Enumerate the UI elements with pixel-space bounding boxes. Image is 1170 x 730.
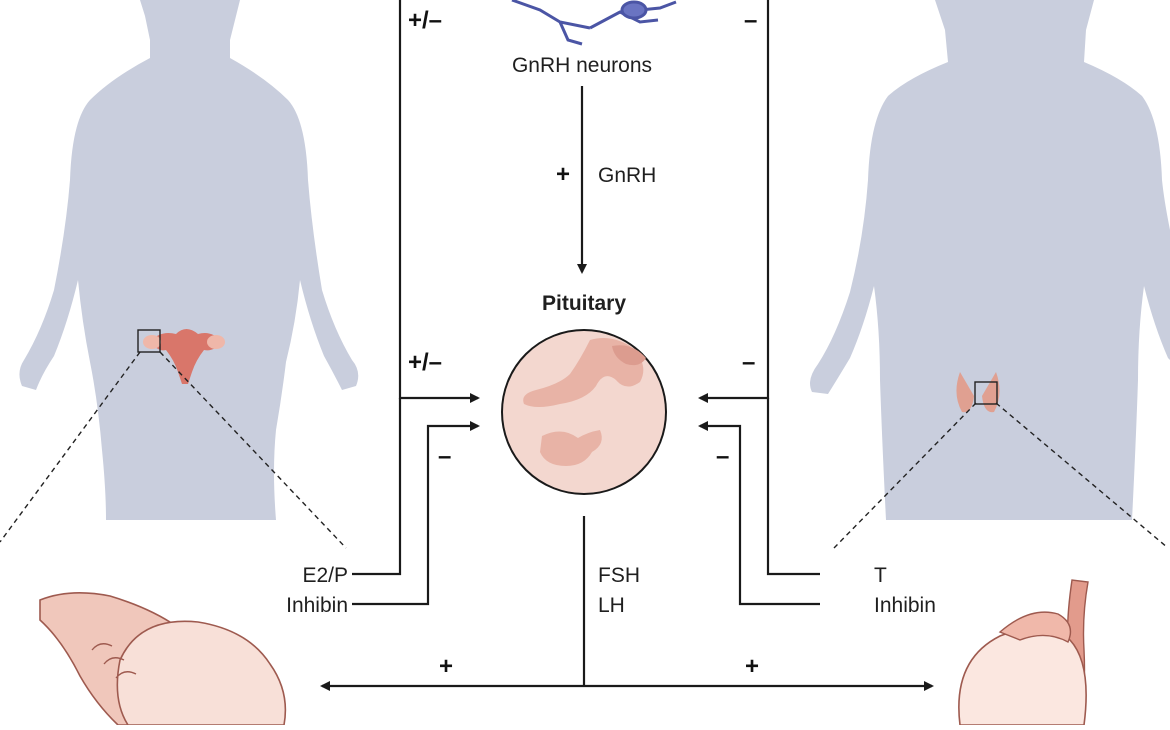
male-inhibin-sign: – [716, 443, 729, 470]
female-hypothalamus-feedback-sign: +/– [408, 7, 442, 34]
female-pituitary-feedback-sign: +/– [408, 349, 442, 376]
male-inhibin-arrow [698, 421, 820, 606]
male-inhibin-label: Inhibin [874, 594, 936, 617]
female-e2p-line [352, 398, 402, 576]
male-reproductive-organs [956, 372, 1000, 413]
female-feedback-lines [352, 0, 480, 606]
to-ovary-sign: + [439, 653, 453, 680]
to-testis-sign: + [745, 653, 759, 680]
female-e2p-to-pituitary-arrow [398, 0, 480, 403]
gnrh-neurons-label: GnRH neurons [512, 54, 652, 77]
zoom-lines [0, 351, 1169, 549]
female-e2p-label: E2/P [302, 564, 348, 587]
pituitary-illustration [501, 329, 667, 495]
gnrh-label: GnRH [598, 164, 656, 187]
male-silhouette [810, 0, 1170, 520]
pituitary-output-lines [320, 516, 934, 691]
male-t-label: T [874, 564, 887, 587]
testis-closeup-illustration [958, 579, 1089, 726]
pituitary-label: Pituitary [542, 292, 626, 315]
male-feedback-lines [698, 0, 820, 606]
female-inhibin-label: Inhibin [286, 594, 348, 617]
gnrh-neuron-illustration [511, 0, 677, 46]
lh-label: LH [598, 594, 625, 617]
ovary-closeup-illustration [39, 592, 287, 726]
gnrh-sign: + [556, 161, 570, 188]
male-hypothalamus-feedback-sign: – [744, 7, 757, 34]
female-inhibin-sign: – [438, 443, 451, 470]
fsh-label: FSH [598, 564, 640, 587]
male-t-line [766, 398, 820, 576]
male-t-to-pituitary-arrow [698, 0, 770, 403]
female-silhouette [19, 0, 359, 520]
female-inhibin-arrow [352, 421, 480, 606]
male-pituitary-feedback-sign: – [742, 349, 755, 376]
female-reproductive-organs [137, 329, 225, 384]
